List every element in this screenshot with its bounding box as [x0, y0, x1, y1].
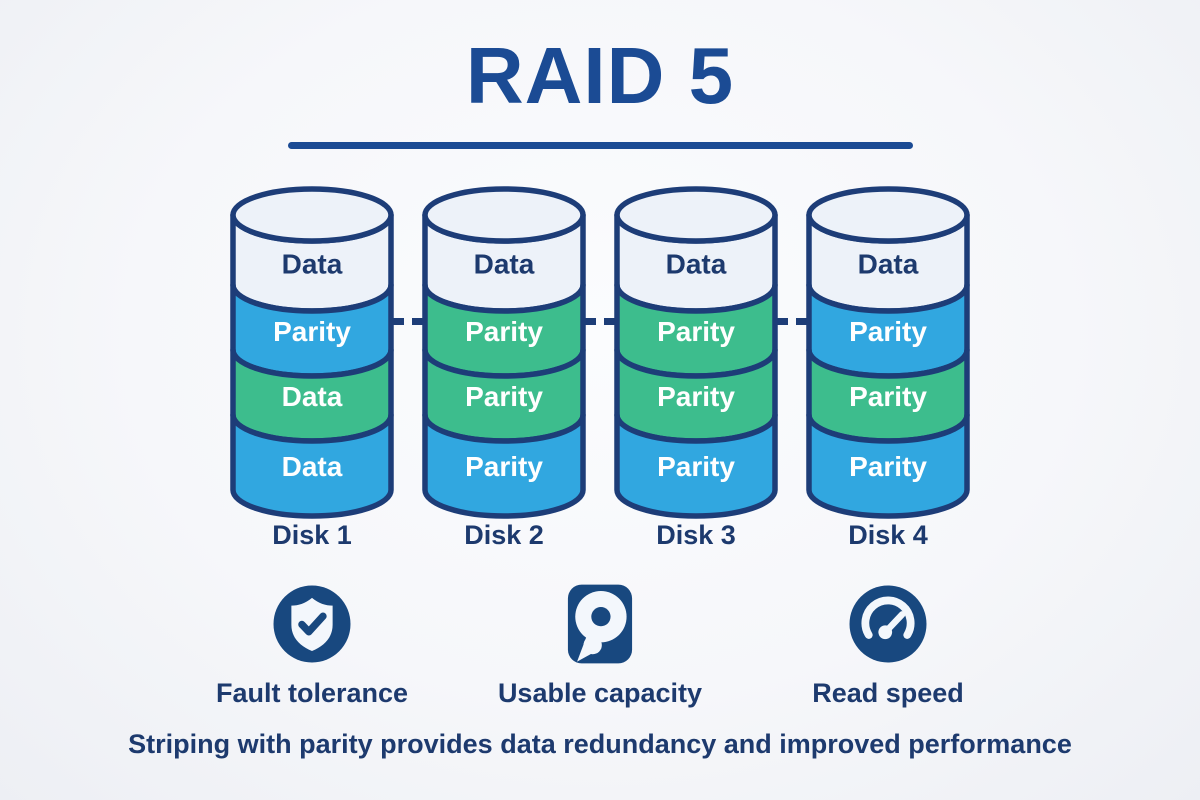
segment-label: Data	[474, 249, 535, 280]
caption-text: Striping with parity provides data redun…	[128, 729, 1072, 759]
feature-read-speed: Read speed	[744, 580, 1032, 709]
feature-label: Usable capacity	[497, 678, 703, 708]
segment-label: Parity	[849, 451, 927, 482]
feature-usable-capacity: Usable capacity	[456, 580, 744, 709]
dashed-connector-icon	[777, 318, 807, 325]
disk-label: Disk 2	[464, 520, 544, 550]
disk-segment	[614, 412, 778, 519]
segment-label: Parity	[849, 316, 927, 347]
disk-segment	[422, 412, 586, 519]
feature-label: Read speed	[812, 678, 964, 708]
disk-top-ellipse	[230, 186, 394, 244]
segment-label: Parity	[657, 451, 735, 482]
disk-top-ellipse	[806, 186, 970, 244]
segment-label: Parity	[849, 381, 927, 412]
segment-label: Data	[282, 381, 343, 412]
feature-label: Fault tolerance	[215, 678, 409, 708]
segment-label: Parity	[465, 451, 543, 482]
page-title: RAID 5	[465, 31, 735, 120]
title-underline	[287, 142, 913, 149]
disk-label: Disk 3	[656, 520, 736, 550]
segment-label: Parity	[657, 381, 735, 412]
disk-label: Disk 4	[848, 520, 928, 550]
segment-label: Data	[666, 249, 727, 280]
hard-disk-icon	[567, 584, 633, 664]
disk-segment	[230, 412, 394, 519]
disk-top-ellipse	[614, 186, 778, 244]
features-row: Fault tolerance Usable capacity Read spe…	[0, 580, 1200, 709]
segment-label: Parity	[657, 316, 735, 347]
shield-check-icon	[273, 585, 351, 663]
segment-label: Data	[282, 249, 343, 280]
dashed-connector-icon	[393, 318, 423, 325]
segment-label: Data	[858, 249, 919, 280]
segment-label: Parity	[465, 381, 543, 412]
disk-top-ellipse	[422, 186, 586, 244]
feature-fault-tolerance: Fault tolerance	[168, 580, 456, 709]
disk-label: Disk 1	[272, 520, 352, 550]
disk-segment	[806, 412, 970, 519]
segment-label: Data	[282, 451, 343, 482]
segment-label: Parity	[465, 316, 543, 347]
speedometer-icon	[849, 585, 927, 663]
dashed-connector-icon	[585, 318, 615, 325]
segment-label: Parity	[273, 316, 351, 347]
